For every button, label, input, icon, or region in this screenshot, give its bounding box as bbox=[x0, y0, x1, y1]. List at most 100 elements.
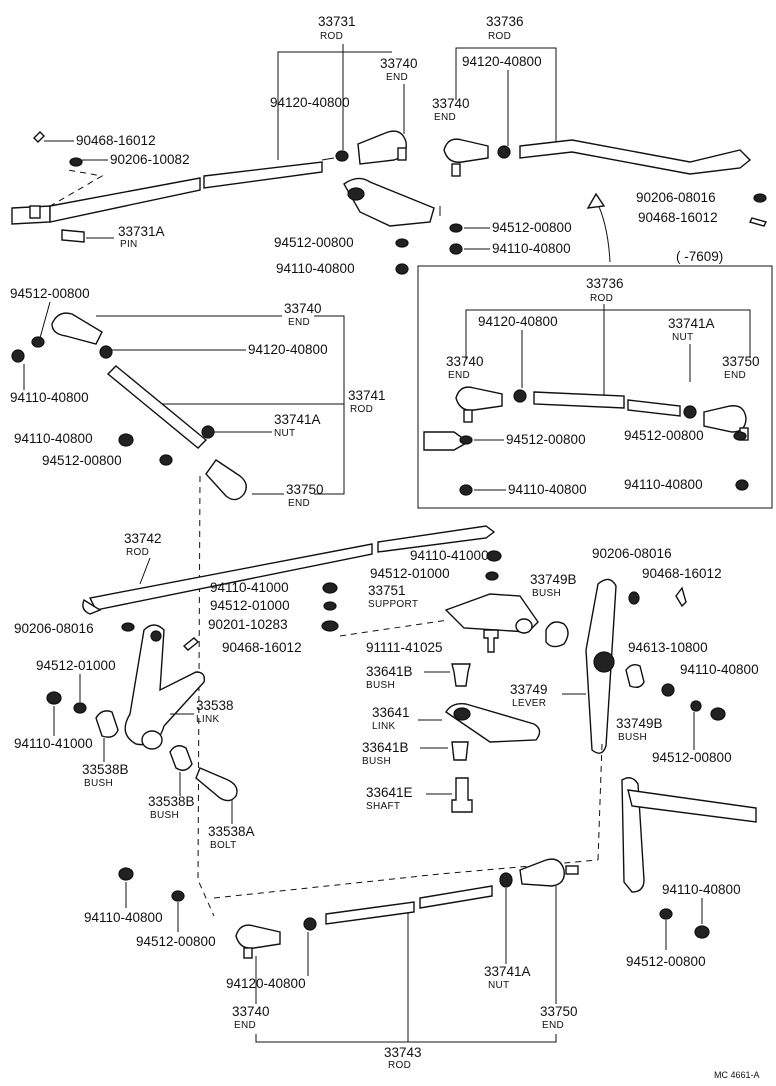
washer-icon-g bbox=[121, 622, 135, 632]
inset-arrow-shaft bbox=[595, 199, 611, 263]
label-33731-name: ROD bbox=[320, 31, 343, 42]
rod-33731-thread bbox=[321, 157, 335, 161]
nut-icon-e bbox=[11, 349, 25, 363]
label-33751: 33751 bbox=[368, 583, 406, 598]
label-90206-d: 90206-08016 bbox=[592, 546, 672, 561]
washer-icon-i bbox=[323, 601, 337, 611]
label-90468-d: 90468-16012 bbox=[642, 566, 722, 581]
label-94613: 94613-10800 bbox=[628, 640, 708, 655]
clip-icon-b bbox=[748, 217, 768, 227]
rod-33742-body-b bbox=[377, 525, 496, 553]
washer-icon-m bbox=[690, 700, 702, 712]
label-94512-i: 94512-00800 bbox=[136, 934, 216, 949]
inset-label-33736-name: ROD bbox=[590, 293, 613, 304]
link-33641-hole bbox=[453, 707, 471, 721]
label-33749b-b-name: BUSH bbox=[618, 732, 647, 743]
inset-nut-d bbox=[735, 479, 749, 491]
inset-rod-a bbox=[533, 391, 625, 409]
label-33641b-a-name: BUSH bbox=[366, 680, 395, 691]
inset-washer-a bbox=[459, 435, 473, 445]
bolt-icon-b bbox=[195, 767, 238, 802]
bush-icon-e bbox=[95, 710, 119, 738]
label-33742: 33742 bbox=[124, 531, 162, 546]
label-33749b-a: 33749B bbox=[530, 572, 577, 587]
inset-label-33750: 33750 bbox=[722, 354, 760, 369]
label-90206-c: 90206-08016 bbox=[14, 621, 94, 636]
ball-end-icon-f bbox=[519, 858, 565, 887]
label-33538b-a: 33538B bbox=[82, 762, 129, 777]
label-33741a-bottom: 33741A bbox=[484, 964, 531, 979]
label-94110-b: 94110-40800 bbox=[492, 241, 571, 256]
inset-label-94512-b: 94512-00800 bbox=[624, 428, 704, 443]
leader-33742 bbox=[139, 557, 151, 585]
label-94512-g: 94512-00800 bbox=[652, 750, 732, 765]
washer-icon-j bbox=[321, 620, 339, 632]
label-94110-e: 94110-41000 bbox=[410, 548, 489, 563]
rod-33742-hook bbox=[82, 598, 102, 615]
label-33731a-name: PIN bbox=[120, 239, 138, 250]
nut-icon-m bbox=[118, 867, 134, 881]
washer-icon-p bbox=[659, 908, 673, 920]
inset-label-94512-a: 94512-00800 bbox=[506, 432, 586, 447]
link-33538-hole-b bbox=[141, 730, 163, 750]
figure-code: MC 4661-A bbox=[714, 1070, 760, 1080]
label-33538b-a-name: BUSH bbox=[84, 778, 113, 789]
inset-label-94120: 94120-40800 bbox=[478, 314, 558, 329]
label-33538: 33538 bbox=[196, 698, 234, 713]
label-33538b-b: 33538B bbox=[148, 794, 195, 809]
label-33741a-bottom-name: NUT bbox=[488, 980, 509, 991]
label-33751-name: SUPPORT bbox=[368, 599, 418, 610]
inset-washer-b bbox=[733, 431, 747, 441]
inset-label-94110-a: 94110-40800 bbox=[508, 482, 587, 497]
washer-icon-h bbox=[485, 571, 499, 581]
label-33750-left: 33750 bbox=[286, 482, 324, 497]
nut-icon-b bbox=[497, 145, 511, 159]
inset-nut-b bbox=[683, 405, 697, 419]
label-33740-top-b-name: END bbox=[434, 112, 456, 123]
inset-label-94110-b: 94110-40800 bbox=[624, 477, 703, 492]
inset-label-33736: 33736 bbox=[586, 276, 624, 291]
label-90201: 90201-10283 bbox=[208, 617, 288, 632]
label-33740-left-name: END bbox=[288, 317, 310, 328]
inset-box bbox=[417, 265, 773, 509]
bush-icon-d bbox=[625, 663, 645, 689]
rod-33731-body-a bbox=[49, 177, 201, 223]
nut-icon-a bbox=[335, 150, 349, 162]
ball-stud-a bbox=[397, 147, 407, 161]
pitman-arm-icon bbox=[343, 177, 435, 227]
label-inset-range: ( -7609) bbox=[676, 249, 723, 264]
rod-33743-body-a bbox=[325, 901, 415, 925]
pitman-hub bbox=[347, 187, 365, 201]
inset-arm-stub bbox=[423, 431, 470, 451]
bush-icon-b bbox=[451, 663, 471, 687]
ball-stud-b bbox=[451, 163, 461, 177]
inset-ball-end-a bbox=[455, 386, 503, 411]
label-33740-left: 33740 bbox=[284, 301, 322, 316]
nut-icon-j bbox=[322, 582, 338, 594]
label-94110-i: 94110-40800 bbox=[84, 910, 163, 925]
bush-icon-f bbox=[169, 745, 193, 771]
washer-icon-e bbox=[31, 336, 45, 348]
label-94110-g: 94110-40800 bbox=[680, 662, 759, 677]
nut-icon-p bbox=[499, 872, 513, 888]
label-94110-j: 94110-40800 bbox=[662, 882, 741, 897]
inset-ball-end-b bbox=[703, 405, 747, 433]
bracket-33741 bbox=[314, 315, 345, 495]
label-33750-left-name: END bbox=[288, 498, 310, 509]
clip-icon-d bbox=[675, 586, 687, 608]
nut-icon-c bbox=[395, 263, 409, 275]
leader-94512-c bbox=[39, 301, 51, 339]
label-33740-top-a: 33740 bbox=[380, 56, 418, 71]
rod-33741-body bbox=[106, 365, 208, 449]
dash-link-a bbox=[39, 169, 104, 213]
label-33749b-a-name: BUSH bbox=[532, 588, 561, 599]
label-94120-b: 94120-40800 bbox=[462, 54, 542, 69]
label-94512-j: 94512-00800 bbox=[626, 954, 706, 969]
label-33641: 33641 bbox=[372, 705, 410, 720]
label-33740-bottom-name: END bbox=[234, 1020, 256, 1031]
lever-pivot bbox=[593, 651, 615, 673]
rod-33743-body-b bbox=[419, 885, 493, 909]
label-90468-c: 90468-16012 bbox=[222, 640, 302, 655]
shaft-icon bbox=[451, 777, 473, 813]
